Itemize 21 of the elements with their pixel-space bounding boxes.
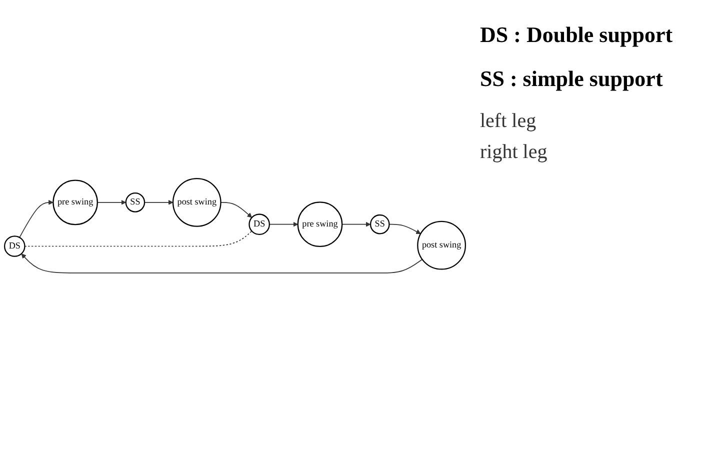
node-circle: SS <box>125 192 146 213</box>
arrow <box>19 200 54 238</box>
node-circle: DS <box>248 214 270 236</box>
region-label: left leg <box>480 110 538 133</box>
region-label: right leg <box>480 141 548 164</box>
arrow <box>268 222 298 228</box>
connector <box>24 230 252 247</box>
arrow <box>388 224 421 234</box>
abbreviation-note: SS : simple support <box>480 66 664 92</box>
abbreviation-note: DS : Double support <box>480 22 674 48</box>
node-circle: post swing <box>172 178 222 228</box>
arrow <box>144 200 174 206</box>
arrow <box>96 200 126 206</box>
node-circle: pre swing <box>52 180 98 226</box>
arrow <box>342 222 371 228</box>
node-circle: SS <box>370 214 390 234</box>
arrow <box>220 202 252 218</box>
node-circle: DS <box>4 236 26 258</box>
node-circle: post swing <box>417 221 466 270</box>
node-circle: pre swing <box>297 202 343 248</box>
arrow <box>21 254 423 274</box>
